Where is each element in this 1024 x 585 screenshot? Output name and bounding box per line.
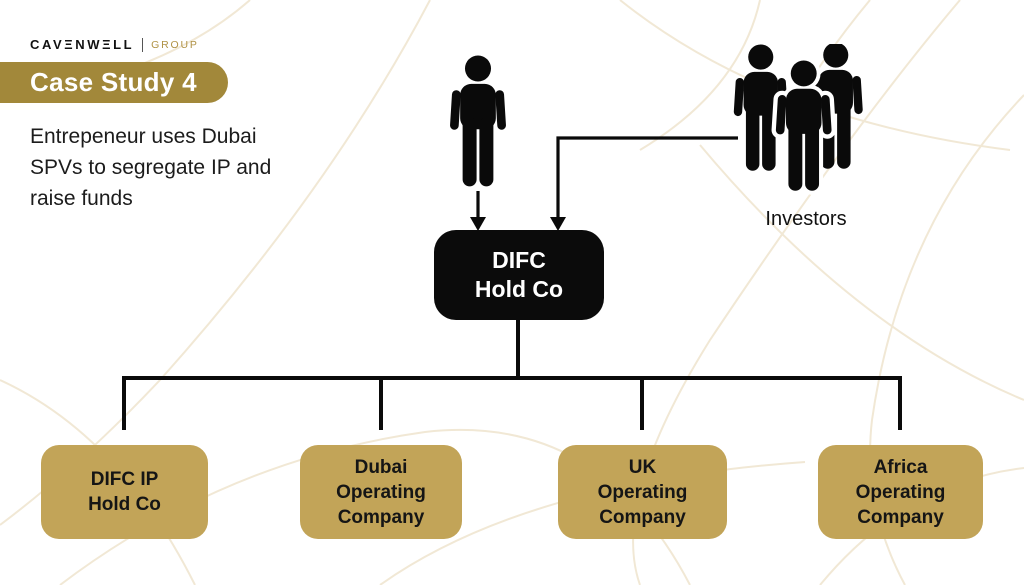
logo: CAVΞNWΞLL GROUP xyxy=(30,37,199,52)
case-study-title: Case Study 4 xyxy=(30,67,197,97)
investors-group-icon xyxy=(733,44,863,195)
entrepreneur-person-icon xyxy=(450,55,506,187)
arrow-investors-to-holdco xyxy=(550,136,738,231)
arrow-entrepreneur-to-holdco xyxy=(470,191,486,231)
brand-divider xyxy=(142,37,144,52)
org-tree-lines xyxy=(122,320,902,430)
investors-label: Investors xyxy=(765,208,847,230)
brand-name: CAVΞNWΞLL xyxy=(30,37,135,52)
case-study-badge: Case Study 4 xyxy=(0,62,228,103)
brand-suffix: GROUP xyxy=(151,38,199,51)
